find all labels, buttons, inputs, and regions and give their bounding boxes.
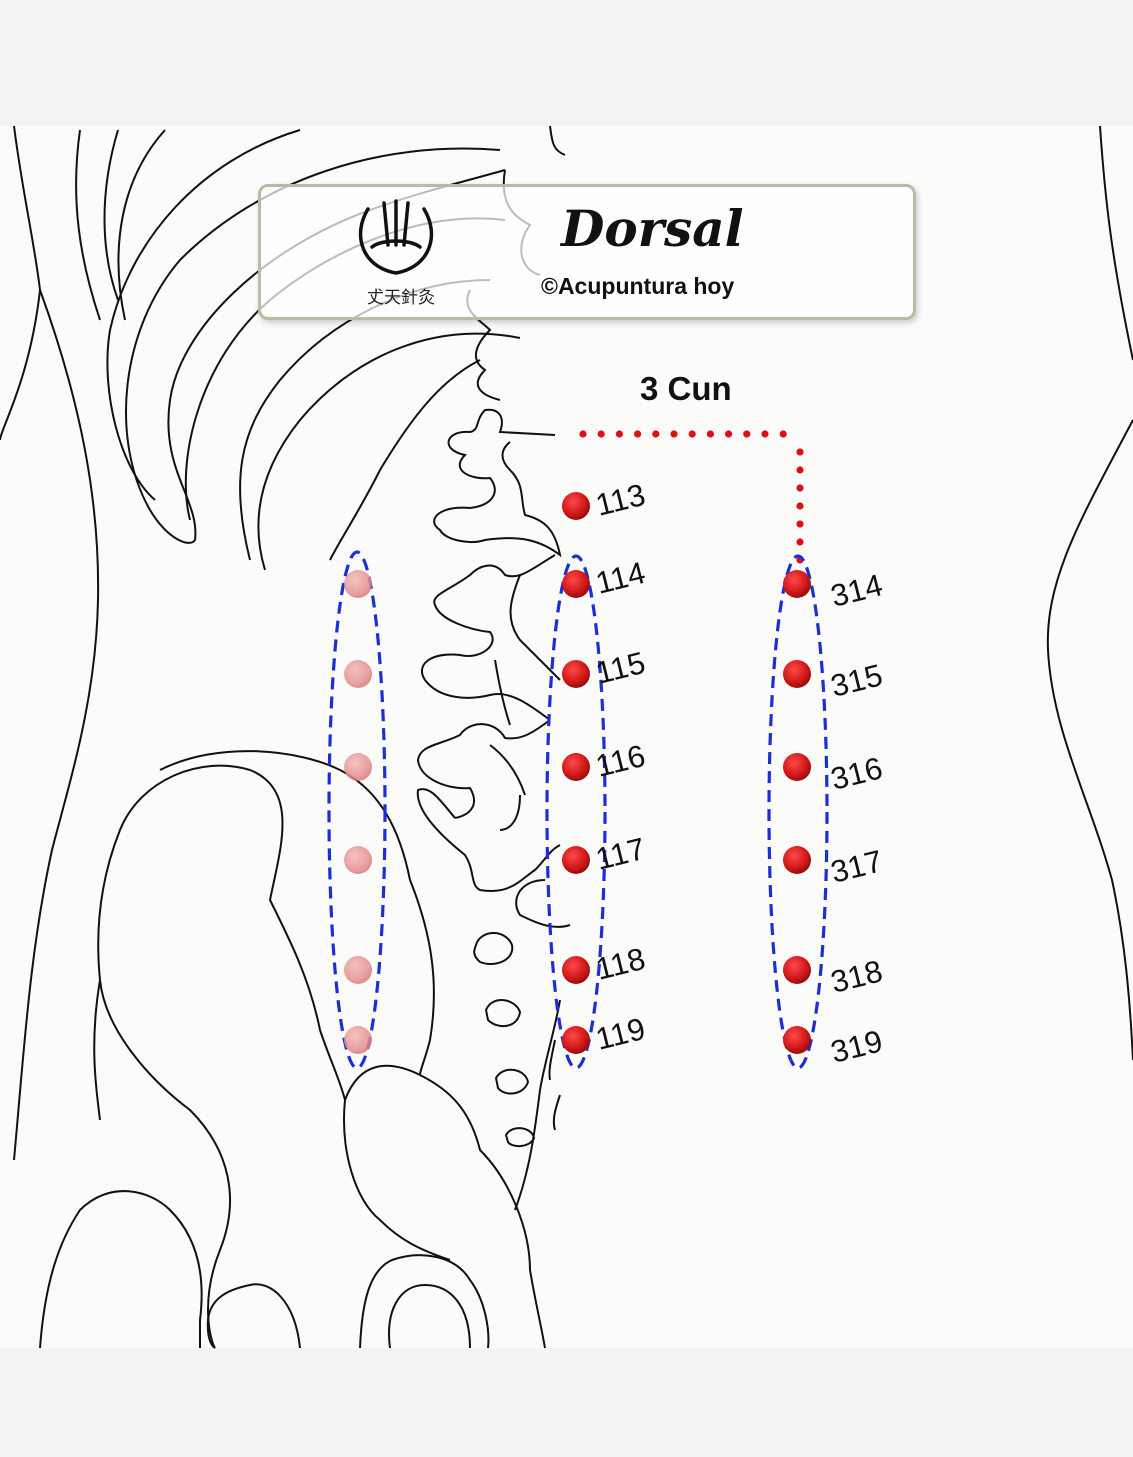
measure-dot [597, 430, 605, 438]
measure-dot [796, 484, 804, 492]
page-title: Dorsal [561, 199, 744, 258]
point-316 [783, 753, 811, 781]
measure-dot [579, 430, 587, 438]
logo-text: 𠀋天針灸 [367, 288, 435, 308]
point-118 [562, 956, 590, 984]
point-318 [783, 956, 811, 984]
measure-dot [706, 430, 715, 438]
measure-dot [779, 430, 787, 438]
point-116 [562, 753, 590, 781]
point-114 [562, 570, 590, 598]
measure-dot [761, 430, 769, 438]
mirror-point [344, 1026, 372, 1054]
copyright-text: ©Acupuntura hoy [541, 273, 735, 299]
point-317 [783, 846, 811, 874]
measure-dot [796, 538, 804, 546]
point-315 [783, 660, 811, 688]
point-115 [562, 660, 590, 688]
point-113 [562, 492, 590, 520]
mirror-point [344, 660, 372, 688]
mirror-point [344, 570, 372, 598]
measure-dot [615, 430, 624, 438]
mirror-point [344, 956, 372, 984]
outer-group-outline [767, 554, 829, 1070]
cun-measurement-line [579, 430, 804, 564]
mirror-point [344, 846, 372, 874]
measure-dot [796, 448, 804, 456]
measure-dot [743, 430, 751, 438]
point-117 [562, 846, 590, 874]
measure-dot [634, 430, 642, 438]
measure-dot [688, 430, 696, 438]
measure-dot [652, 430, 660, 438]
cun-label: 3 Cun [640, 370, 732, 407]
group-outlines [327, 550, 829, 1070]
figure-background [0, 126, 1133, 1348]
left-group-outline [327, 550, 387, 1070]
point-314 [783, 570, 811, 598]
point-319 [783, 1026, 811, 1054]
measure-dot [725, 430, 733, 438]
mirror-point [344, 753, 372, 781]
acupuncture-bowl-logo-icon: 𠀋天針灸 [346, 195, 456, 308]
measure-dot [670, 430, 678, 438]
measure-dot [796, 502, 804, 510]
measure-dot [796, 466, 804, 474]
point-119 [562, 1026, 590, 1054]
measure-dot [796, 520, 804, 528]
title-card: 𠀋天針灸 Dorsal ©Acupuntura hoy [258, 184, 916, 320]
inner-group-outline [545, 554, 607, 1070]
